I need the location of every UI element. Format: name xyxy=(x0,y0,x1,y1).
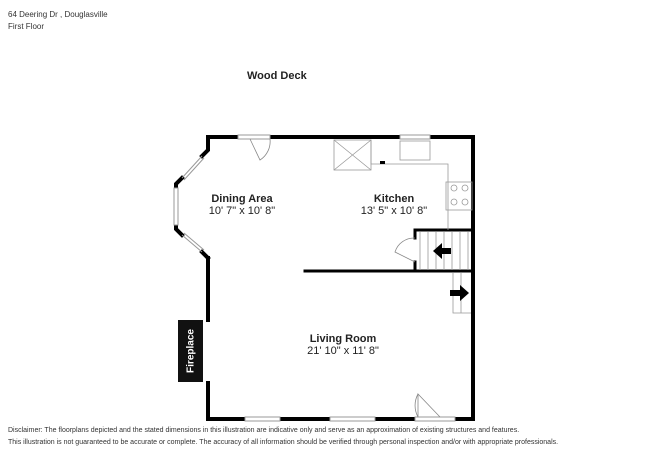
stair-down-arrow-icon xyxy=(433,243,451,259)
room-kitchen: Kitchen 13' 5" x 10' 8" xyxy=(352,193,436,217)
wood-deck-label: Wood Deck xyxy=(247,70,307,82)
disclaimer-line-2: This illustration is not guaranteed to b… xyxy=(8,439,559,446)
room-dimensions: 13' 5" x 10' 8" xyxy=(360,205,428,217)
stair-up-arrow-icon xyxy=(450,285,469,301)
fireplace: Fireplace xyxy=(178,320,203,382)
room-name: Kitchen xyxy=(373,193,415,205)
room-dining-area: Dining Area 10' 7" x 10' 8" xyxy=(200,193,284,217)
fireplace-label: Fireplace xyxy=(185,329,196,373)
floor-label: First Floor xyxy=(8,22,44,31)
room-dimensions: 10' 7" x 10' 8" xyxy=(208,205,276,217)
disclaimer-line-1: Disclaimer: The floorplans depicted and … xyxy=(8,427,520,434)
room-name: Living Room xyxy=(309,333,377,345)
room-dimensions: 21' 10" x 11' 8" xyxy=(307,345,379,357)
room-name: Dining Area xyxy=(211,193,273,205)
room-living-room: Living Room 21' 10" x 11' 8" xyxy=(293,333,393,357)
property-address: 64 Deering Dr , Douglasville xyxy=(8,10,108,19)
